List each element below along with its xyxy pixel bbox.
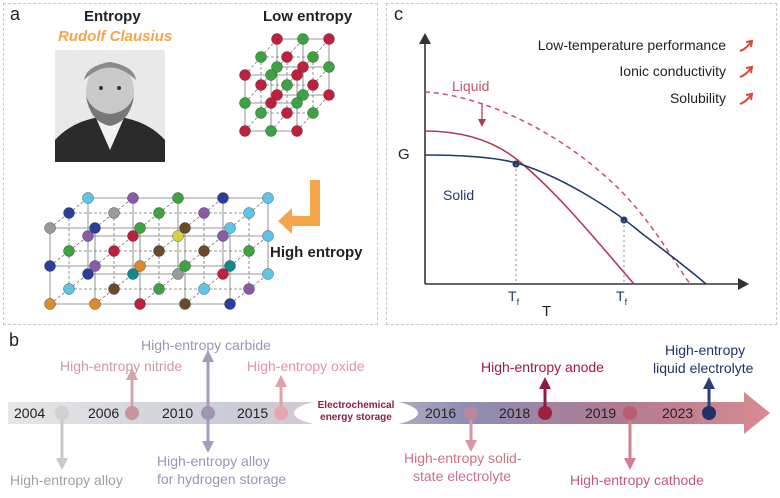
year-2006: 2006 <box>88 405 120 421</box>
panel-a <box>3 3 378 325</box>
event-solid-electrolyte-line1: High-entropy solid- <box>404 450 522 466</box>
year-2018: 2018 <box>499 405 531 421</box>
tf1-label: Tf <box>508 288 520 307</box>
event-anode: High-entropy anode <box>481 359 604 375</box>
event-oxide: High-entropy oxide <box>247 358 365 374</box>
dot-2016 <box>464 406 478 420</box>
event-liquid-electrolyte-line2: liquid electrolyte <box>653 360 754 376</box>
event-solid-electrolyte-line2: state electrolyte <box>413 468 512 484</box>
dot-2010 <box>201 406 215 420</box>
event-alloy-h2-line2: for hydrogen storage <box>157 471 287 487</box>
g-axis-label: G <box>398 146 410 163</box>
event-nitride: High-entropy nitride <box>60 358 183 374</box>
event-alloy-h2-line1: High-entropy alloy <box>157 453 270 469</box>
liquid-label: Liquid <box>452 78 490 94</box>
year-2023: 2023 <box>662 405 694 421</box>
dot-2015 <box>274 406 288 420</box>
benefit-ionic-conductivity: Ionic conductivity <box>619 63 726 79</box>
year-2004: 2004 <box>14 405 46 421</box>
entropy-title: Entropy <box>84 8 141 25</box>
benefit-low-temperature: Low-temperature performance <box>537 37 726 53</box>
low-entropy-label: Low entropy <box>263 8 353 25</box>
panel-b-label: b <box>9 330 20 350</box>
year-2015: 2015 <box>237 405 269 421</box>
center-label-line1: Electrochemical <box>317 400 395 411</box>
t-axis-label: T <box>542 303 552 320</box>
scientist-name: Rudolf Clausius <box>58 28 173 45</box>
benefit-solubility: Solubility <box>669 90 726 106</box>
dot-2006 <box>125 406 139 420</box>
dot-2018 <box>538 406 552 420</box>
dot-2023 <box>702 406 716 420</box>
solid-label: Solid <box>443 187 475 203</box>
tf2-label: Tf <box>616 288 628 307</box>
year-2016: 2016 <box>425 405 457 421</box>
dot-2004 <box>55 406 69 420</box>
event-cathode: High-entropy cathode <box>570 472 704 488</box>
panel-c-label: c <box>394 4 403 24</box>
year-2010: 2010 <box>162 405 194 421</box>
panel-a-label: a <box>10 4 21 24</box>
event-alloy: High-entropy alloy <box>10 472 123 488</box>
high-entropy-label: High entropy <box>270 244 363 261</box>
year-2019: 2019 <box>585 405 617 421</box>
panel-c <box>386 3 777 325</box>
dot-2019 <box>623 406 637 420</box>
center-label-line2: energy storage <box>320 412 392 423</box>
event-carbide: High-entropy carbide <box>141 337 271 353</box>
event-liquid-electrolyte-line1: High-entropy <box>665 342 746 358</box>
